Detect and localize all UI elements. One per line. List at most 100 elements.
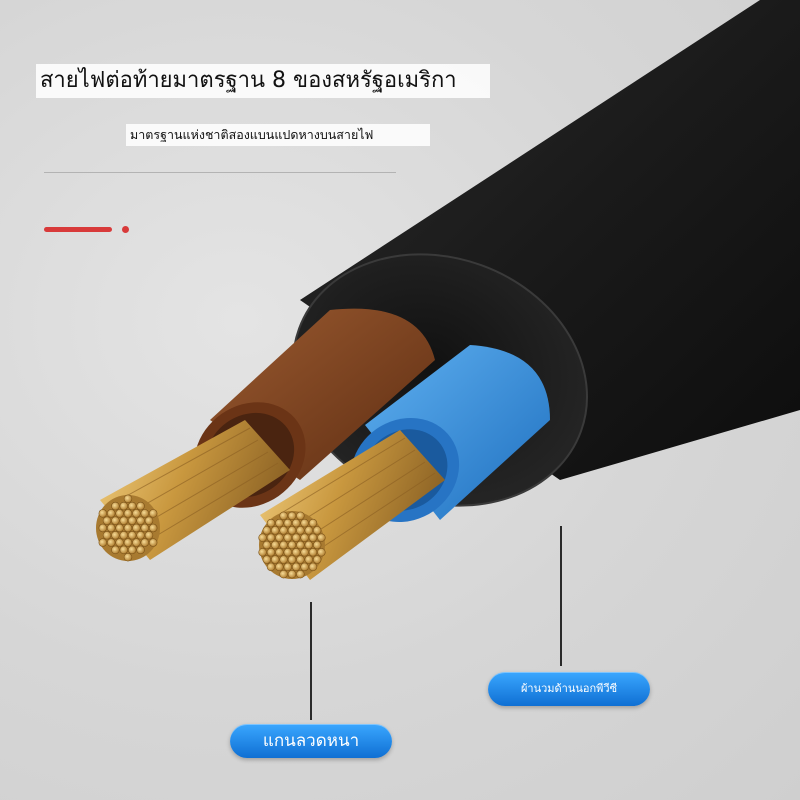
copper-strand-end (149, 538, 158, 547)
copper-strand-end (119, 501, 129, 511)
copper-strand-end (287, 511, 297, 520)
copper-strand-end (115, 523, 124, 533)
copper-strand-end (313, 540, 322, 550)
copper-strand-end (317, 548, 326, 557)
copper-strand-end (308, 562, 318, 572)
copper-strand-end (271, 526, 280, 535)
copper-strand-end (275, 548, 284, 557)
copper-strand-end (292, 548, 301, 557)
copper-strand-end (279, 526, 288, 535)
page-subtitle: มาตรฐานแห่งชาติสองแบนแปดหางบนสายไฟ (126, 124, 430, 146)
copper-strand-end (140, 538, 150, 547)
copper-strand-end (279, 540, 288, 550)
copper-strand-end (111, 545, 120, 555)
copper-strand-end (304, 555, 313, 564)
copper-strand-end (149, 523, 158, 533)
copper-strand-end (115, 509, 124, 518)
copper-strand-end (304, 540, 313, 550)
copper-strand-end (128, 516, 137, 525)
copper-strand-end (119, 516, 129, 525)
copper-strand-end (149, 509, 158, 518)
copper-strand-end (136, 531, 145, 540)
copper-strand-end (123, 552, 133, 562)
copper-strand-end (283, 548, 292, 557)
copper-strand-end (140, 523, 150, 533)
copper-strand-end (136, 545, 145, 555)
accent-dot (122, 226, 129, 233)
copper-strand-end (106, 509, 116, 518)
core-leader-line (310, 602, 312, 720)
page-title: สายไฟต่อท้ายมาตรฐาน 8 ของสหรัฐอเมริกา (36, 64, 490, 98)
copper-strand-end (144, 531, 154, 540)
copper-strand-end (258, 548, 267, 557)
copper-strand-end (283, 562, 292, 572)
copper-strand-end (123, 523, 133, 533)
copper-strand-end (313, 526, 322, 535)
copper-strand-end (262, 526, 271, 535)
copper-strand-end (296, 511, 305, 520)
sheath-label: ผ้านวมด้านนอกพีวีซี (488, 672, 650, 706)
copper-strand-end (317, 533, 326, 542)
copper-strand-end (283, 533, 292, 542)
copper-strand-end (266, 533, 276, 542)
copper-strand-end (313, 555, 322, 564)
copper-strand-end (262, 555, 271, 564)
copper-strand-end (266, 518, 276, 528)
copper-strand-end (102, 531, 112, 540)
sheath-leader-line (560, 526, 562, 666)
copper-strand-end (300, 533, 309, 542)
copper-strand-end (287, 555, 297, 564)
copper-strand-end (119, 545, 129, 555)
copper-strand-end (106, 523, 116, 533)
copper-strand-end (275, 562, 284, 572)
accent-bar (44, 227, 112, 232)
copper-strand-end (292, 562, 301, 572)
copper-strand-end (271, 555, 280, 564)
copper-strand-end (111, 501, 120, 511)
copper-strand-end (262, 540, 271, 550)
copper-strand-end (132, 509, 141, 518)
copper-strand-end (128, 531, 137, 540)
core-label: แกนลวดหนา (230, 724, 392, 758)
copper-strand-end (300, 562, 309, 572)
copper-strand-end (119, 531, 129, 540)
copper-strand-end (296, 540, 305, 550)
copper-strand-end (98, 509, 108, 518)
copper-strand-end (279, 511, 288, 520)
copper-strand-end (308, 518, 318, 528)
copper-strand-end (115, 538, 124, 547)
copper-strand-end (279, 555, 288, 564)
copper-strand-end (266, 548, 276, 557)
copper-strand-end (275, 533, 284, 542)
copper-strand-end (140, 509, 150, 518)
copper-strand-end (144, 516, 154, 525)
copper-strand-end (296, 555, 305, 564)
copper-strand-end (296, 569, 305, 579)
copper-strand-end (287, 569, 297, 579)
copper-strand-end (123, 538, 133, 547)
copper-strand-end (136, 516, 145, 525)
copper-strand-end (123, 509, 133, 518)
copper-strand-end (132, 523, 141, 533)
copper-strand-end (300, 548, 309, 557)
copper-strand-end (292, 518, 301, 528)
copper-strand-end (296, 526, 305, 535)
copper-strand-end (275, 518, 284, 528)
copper-strand-end (123, 494, 133, 503)
copper-strand-end (308, 533, 318, 542)
copper-strand-end (102, 516, 112, 525)
copper-strand-end (111, 531, 120, 540)
copper-strand-end (308, 548, 318, 557)
copper-strand-end (292, 533, 301, 542)
copper-strand-end (287, 526, 297, 535)
copper-strand-end (106, 538, 116, 547)
copper-strand-end (271, 540, 280, 550)
copper-strand-end (132, 538, 141, 547)
copper-strand-end (258, 533, 267, 542)
copper-strand-end (304, 526, 313, 535)
copper-strand-end (300, 518, 309, 528)
copper-strand-end (98, 523, 108, 533)
copper-strand-end (136, 501, 145, 511)
copper-strand-end (111, 516, 120, 525)
